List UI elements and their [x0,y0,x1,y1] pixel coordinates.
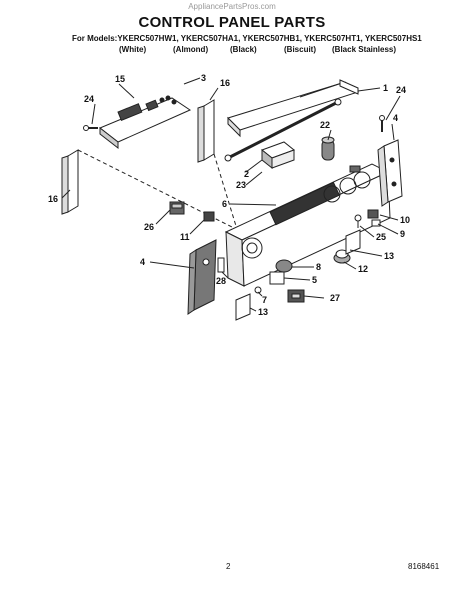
color-biscuit: (Biscuit) [284,45,316,54]
callout-3: 3 [201,73,206,83]
callout-11: 11 [180,232,190,242]
callout-27: 27 [330,293,340,303]
callout-13-lower: 13 [258,307,268,317]
callout-4-right: 4 [393,113,398,123]
part-main-panel [224,163,391,287]
callout-26: 26 [144,222,154,232]
part-end-bracket-right [377,139,403,207]
callout-25: 25 [376,232,386,242]
part-screw-right [379,115,385,132]
part-screw-25 [354,214,362,228]
part-foot-13-lower [235,293,251,321]
part-knob-8 [275,259,293,273]
part-switch-26 [169,201,185,215]
callout-1: 1 [383,83,388,93]
callout-12: 12 [358,264,368,274]
part-clip-11 [203,211,215,222]
part-relay-5 [269,271,285,285]
document-number: 8168461 [408,562,440,571]
callout-28: 28 [216,276,226,286]
models-line: For Models:YKERC507HW1, YKERC507HA1, YKE… [72,34,422,43]
part-control-board [99,95,192,150]
part-end-cap-left [187,239,217,315]
callout-23: 23 [236,180,246,190]
part-rod [224,98,342,162]
part-side-bracket-upper [197,99,215,163]
color-black-stainless: (Black Stainless) [332,45,397,54]
page-number: 2 [226,562,231,571]
callout-24-right: 24 [396,85,406,95]
callout-9: 9 [400,229,405,239]
part-clip-10 [367,209,379,219]
part-trim-strip [227,79,360,138]
callout-8: 8 [316,262,321,272]
page-title: CONTROL PANEL PARTS [138,14,326,31]
callout-5: 5 [312,275,317,285]
callout-13-upper: 13 [384,251,394,261]
color-white: (White) [119,45,147,54]
part-knob-12 [333,249,351,264]
callout-24-left: 24 [84,94,94,104]
part-clip-9 [371,219,381,227]
color-black: (Black) [230,45,257,54]
callout-16-upper: 16 [220,78,230,88]
callout-6: 6 [222,199,227,209]
part-screw-left [83,125,98,131]
part-screw-7 [254,286,262,294]
part-switch [260,141,296,170]
part-28 [217,257,225,273]
part-terminal-27 [287,289,305,303]
watermark: AppliancePartsPros.com [188,2,276,11]
part-foot-13-upper [345,229,361,255]
part-side-bracket-lower [61,149,79,215]
callout-22: 22 [320,120,330,130]
callout-10: 10 [400,215,410,225]
callout-4-left: 4 [140,257,145,267]
color-almond: (Almond) [173,45,209,54]
callout-16-lower: 16 [48,194,58,204]
callout-15: 15 [115,74,125,84]
callout-7: 7 [262,295,267,305]
callout-2: 2 [244,169,249,179]
part-knob-post [321,136,335,161]
